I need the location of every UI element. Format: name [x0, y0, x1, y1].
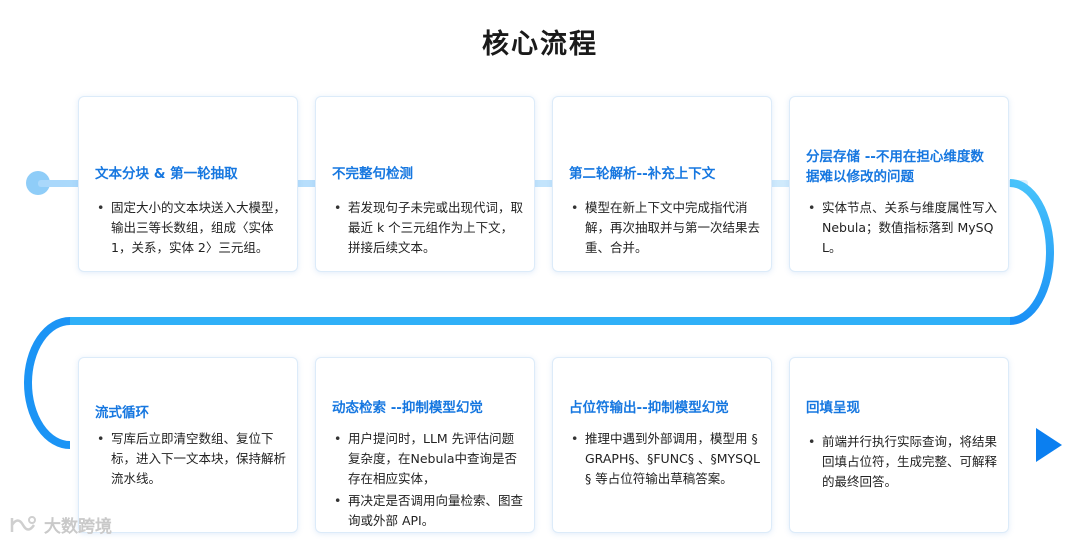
step-bullet: 若发现句子未完或出现代词，取最近 k 个三元组作为上下文，拼接后续文本。 [332, 198, 524, 258]
step-card-4: 分层存储 --不用在担心维度数据难以修改的问题 实体节点、关系与维度属性写入Ne… [789, 96, 1009, 272]
watermark-text: 大数跨境 [44, 517, 112, 537]
step-bullet: 写库后立即清空数组、复位下标，进入下一文本块，保持解析流水线。 [95, 429, 287, 489]
step-title: 第二轮解析--补充上下文 [569, 166, 716, 182]
step-title: 回填呈现 [806, 400, 860, 416]
step-card-1: 文本分块 & 第一轮抽取 固定大小的文本块送入大模型，输出三等长数组，组成〈实体… [78, 96, 298, 272]
step-bullet: 用户提问时，LLM 先评估问题复杂度，在Nebula中查询是否存在相应实体， [332, 429, 524, 489]
step-bullet: 固定大小的文本块送入大模型，输出三等长数组，组成〈实体 1，关系，实体 2〉三元… [95, 198, 287, 258]
step-bullets: 前端并行执行实际查询，将结果回填占位符，生成完整、可解释的最终回答。 [806, 432, 998, 494]
arrow-head-icon [1036, 428, 1062, 462]
step-bullet: 再决定是否调用向量检索、图查询或外部 API。 [332, 491, 524, 531]
step-bullet: 实体节点、关系与维度属性写入Nebula；数值指标落到 MySQL。 [806, 198, 998, 258]
step-bullets: 用户提问时，LLM 先评估问题复杂度，在Nebula中查询是否存在相应实体， 再… [332, 429, 524, 533]
step-title: 不完整句检测 [332, 166, 413, 182]
step-bullets: 若发现句子未完或出现代词，取最近 k 个三元组作为上下文，拼接后续文本。 [332, 198, 524, 260]
step-title: 分层存储 --不用在担心维度数据难以修改的问题 [806, 149, 984, 185]
step-bullet: 推理中遇到外部调用，模型用 §GRAPH§、§FUNC§ 、§MYSQL§ 等占… [569, 429, 761, 489]
step-title: 文本分块 & 第一轮抽取 [95, 166, 238, 182]
step-bullet: 前端并行执行实际查询，将结果回填占位符，生成完整、可解释的最终回答。 [806, 432, 998, 492]
step-card-5: 流式循环 写库后立即清空数组、复位下标，进入下一文本块，保持解析流水线。 [78, 357, 298, 533]
step-card-6: 动态检索 --抑制模型幻觉 用户提问时，LLM 先评估问题复杂度，在Nebula… [315, 357, 535, 533]
step-card-3: 第二轮解析--补充上下文 模型在新上下文中完成指代消解，再次抽取并与第一次结果去… [552, 96, 772, 272]
step-bullets: 模型在新上下文中完成指代消解，再次抽取并与第一次结果去重、合并。 [569, 198, 761, 260]
step-card-7: 占位符输出--抑制模型幻觉 推理中遇到外部调用，模型用 §GRAPH§、§FUN… [552, 357, 772, 533]
watermark: 大数跨境 [8, 512, 112, 537]
step-title: 动态检索 --抑制模型幻觉 [332, 400, 483, 416]
step-bullet: 模型在新上下文中完成指代消解，再次抽取并与第一次结果去重、合并。 [569, 198, 761, 258]
page-title: 核心流程 [482, 29, 598, 60]
watermark-logo-icon [10, 515, 36, 532]
step-bullets: 固定大小的文本块送入大模型，输出三等长数组，组成〈实体 1，关系，实体 2〉三元… [95, 198, 287, 260]
step-bullets: 写库后立即清空数组、复位下标，进入下一文本块，保持解析流水线。 [95, 429, 287, 491]
step-title: 流式循环 [95, 405, 149, 421]
step-card-2: 不完整句检测 若发现句子未完或出现代词，取最近 k 个三元组作为上下文，拼接后续… [315, 96, 535, 272]
step-bullets: 推理中遇到外部调用，模型用 §GRAPH§、§FUNC§ 、§MYSQL§ 等占… [569, 429, 761, 491]
step-title: 占位符输出--抑制模型幻觉 [569, 400, 729, 416]
step-bullets: 实体节点、关系与维度属性写入Nebula；数值指标落到 MySQL。 [806, 198, 998, 260]
step-card-8: 回填呈现 前端并行执行实际查询，将结果回填占位符，生成完整、可解释的最终回答。 [789, 357, 1009, 533]
